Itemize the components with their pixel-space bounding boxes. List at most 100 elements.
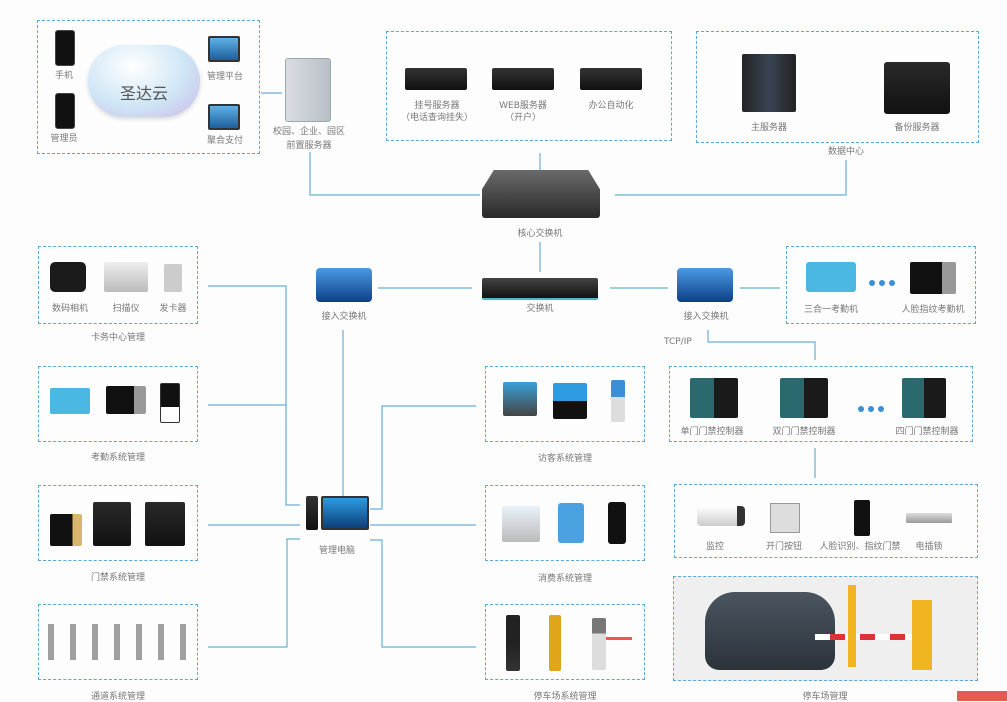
visitor-system-title: 访客系统管理: [537, 454, 592, 464]
access-device-icon: [50, 514, 82, 546]
front-server-label-2: 前置服务器: [286, 141, 332, 151]
controller-label-1: 单门门禁控制器: [680, 427, 744, 437]
label-aggregate-pay: 聚合支付: [206, 136, 243, 146]
wire-channel: [208, 538, 300, 648]
peripheral-label-4: 电插锁: [915, 542, 943, 552]
front-server-icon: [285, 58, 331, 122]
parking-system-title: 停车场系统管理: [533, 692, 597, 702]
attendance-system-title: 考勤系统管理: [90, 453, 145, 463]
wire-datacenter-core: [615, 160, 847, 196]
pos-terminal-icon: [502, 506, 540, 542]
channel-system-title: 通道系统管理: [90, 692, 145, 702]
core-switch-label: 核心交换机: [517, 229, 563, 239]
server-label-1a: 挂号服务器: [414, 101, 460, 111]
tower-servers-icon: [742, 54, 796, 112]
visitor-system-box: [485, 366, 645, 442]
turnstile-gates-icon: [48, 624, 188, 660]
nas-backup-server-icon: [884, 62, 950, 114]
server-label-2a: WEB服务器: [499, 101, 547, 111]
access-device-icon: [145, 502, 185, 546]
cloud-icon: [88, 45, 200, 117]
access-device-icon: [93, 502, 131, 546]
parking-ticket-machine-icon: [592, 618, 606, 670]
exit-button-icon: [770, 503, 800, 533]
camera-icon: [697, 506, 745, 526]
card-label-3: 发卡器: [159, 304, 187, 314]
more-dots-icon: [858, 406, 884, 412]
monitor-gear-icon: [208, 36, 240, 62]
wire-visitor: [370, 405, 476, 510]
channel-system-box: [38, 604, 198, 680]
peripheral-label-3: 人脸识别、指纹门禁: [819, 542, 901, 552]
card-center-title: 卡务中心管理: [90, 333, 145, 343]
wire-tcpip-controllers: [707, 330, 816, 360]
attendance-label-2: 人脸指纹考勤机: [901, 305, 965, 315]
consumption-system-title: 消费系统管理: [537, 574, 592, 584]
rack-server-icon: [492, 68, 554, 90]
car-icon: [705, 592, 835, 670]
accent-bar: [957, 691, 1007, 701]
pc-monitor-icon: [321, 496, 369, 530]
wire-front-server-core: [309, 152, 480, 196]
plate-recognition-post-icon: [549, 615, 561, 671]
peripheral-label-2: 开门按钮: [765, 542, 802, 552]
pc-tower-icon: [306, 496, 318, 530]
attendance-machines-box: [786, 246, 976, 324]
server-label-1b: （电话查询挂失）: [400, 113, 473, 123]
attendance-system-box: [38, 366, 198, 442]
four-door-controller-icon: [902, 378, 946, 418]
face-fingerprint-attendance-icon: [910, 262, 956, 294]
attendance-label-1: 三合一考勤机: [803, 305, 858, 315]
double-door-controller-icon: [780, 378, 828, 418]
controller-label-2: 双门门禁控制器: [772, 427, 836, 437]
access-system-box: [38, 485, 198, 561]
server-group-box: [386, 31, 672, 141]
label-phone: 手机: [54, 71, 73, 81]
access-system-title: 门禁系统管理: [90, 573, 145, 583]
wire-parking-system: [370, 539, 476, 648]
main-server-label: 主服务器: [750, 123, 787, 133]
core-switch-icon: [482, 170, 600, 218]
visitor-terminal-icon: [553, 383, 587, 419]
attendance-device-icon: [106, 386, 146, 414]
handheld-pos-icon: [608, 502, 626, 544]
rack-server-icon: [580, 68, 642, 90]
electric-lock-icon: [906, 513, 952, 523]
barrier-arm-icon: [606, 637, 632, 640]
label-admin: 管理员: [50, 134, 78, 144]
admin-phone-icon: [55, 93, 75, 129]
data-center-box: [696, 31, 979, 143]
barrier-gate-arm-icon: [815, 634, 925, 640]
face-fingerprint-access-icon: [854, 500, 870, 536]
attendance-device-icon: [160, 383, 180, 423]
face-pay-terminal-icon: [558, 503, 584, 543]
peripheral-label-1: 监控: [705, 542, 724, 552]
tcpip-label: TCP/IP: [664, 337, 692, 347]
door-peripherals-box: [674, 484, 978, 558]
three-in-one-attendance-icon: [806, 262, 856, 292]
consumption-system-box: [485, 485, 645, 561]
parking-system-box: [485, 604, 645, 680]
barrier-cabinet-icon: [912, 600, 932, 670]
digital-camera-icon: [50, 262, 86, 292]
card-label-2: 扫描仪: [112, 304, 140, 314]
scanner-icon: [104, 262, 148, 292]
cloud-group-box: [37, 20, 260, 154]
wire-card-center: [208, 285, 300, 506]
card-issuer-icon: [164, 264, 182, 292]
more-dots-icon: [869, 280, 895, 286]
cloud-label: 圣达云: [119, 84, 168, 103]
single-door-controller-icon: [690, 378, 738, 418]
phone-icon: [55, 30, 75, 66]
rack-server-icon: [405, 68, 467, 90]
plate-recognition-post-icon: [506, 615, 520, 671]
data-center-title: 数据中心: [827, 147, 864, 157]
visitor-terminal-icon: [503, 382, 537, 416]
access-switch-left-label: 接入交换机: [321, 312, 367, 322]
barrier-post-icon: [848, 585, 856, 667]
card-center-box: [38, 246, 198, 324]
label-mgmt-platform: 管理平台: [206, 72, 243, 82]
access-switch-icon: [316, 268, 372, 302]
front-server-label-1: 校园、企业、园区: [272, 127, 345, 137]
